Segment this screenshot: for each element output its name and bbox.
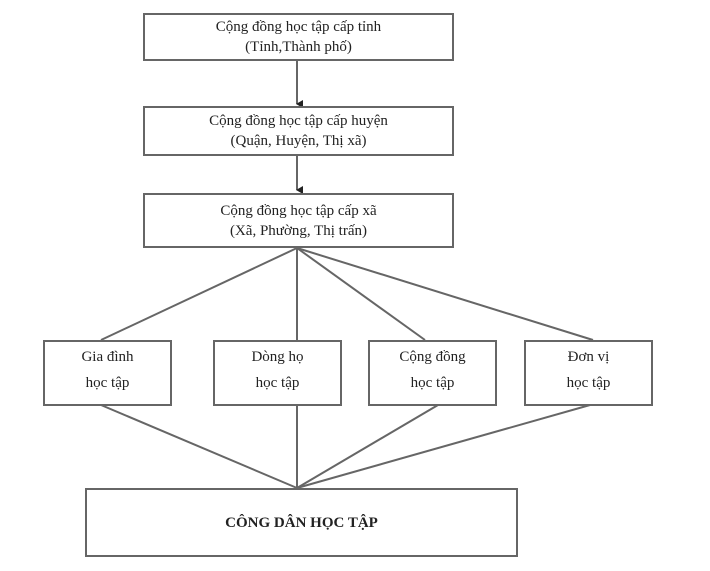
level-title: Cộng đồng học tập cấp xã	[220, 202, 377, 219]
unit-box-clan: Dòng họ học tập	[213, 340, 342, 406]
unit-line1: Đơn vị	[567, 349, 610, 365]
connector-commune-family	[100, 247, 298, 341]
unit-box-community: Cộng đồng học tập	[368, 340, 497, 406]
learning-citizen-box: CÔNG DÂN HỌC TẬP	[85, 488, 518, 557]
commune-level-box: Cộng đồng học tập cấp xã (Xã, Phường, Th…	[143, 193, 454, 248]
connector-family-citizen	[100, 404, 298, 489]
unit-line2: học tập	[255, 375, 300, 391]
unit-box-family: Gia đình học tập	[43, 340, 172, 406]
level-subtitle: (Xã, Phường, Thị trấn)	[229, 222, 367, 239]
final-label: CÔNG DÂN HỌC TẬP	[225, 514, 378, 531]
unit-box-organization: Đơn vị học tập	[524, 340, 653, 406]
connector-community-citizen	[296, 404, 439, 489]
connector-unit-citizen	[296, 404, 591, 489]
unit-line1: Cộng đồng	[399, 349, 466, 365]
unit-line2: học tập	[566, 375, 611, 391]
unit-line1: Dòng họ	[251, 349, 304, 365]
province-level-box: Cộng đồng học tập cấp tỉnh (Tỉnh,Thành p…	[143, 13, 454, 61]
level-title: Cộng đồng học tập cấp huyện	[209, 113, 388, 129]
connector-commune-community	[296, 247, 426, 341]
level-subtitle: (Quận, Huyện, Thị xã)	[230, 133, 367, 149]
unit-line2: học tập	[410, 375, 455, 391]
level-subtitle: (Tỉnh,Thành phố)	[245, 39, 352, 55]
level-title: Cộng đồng học tập cấp tỉnh	[215, 19, 382, 35]
district-level-box: Cộng đồng học tập cấp huyện (Quận, Huyện…	[143, 106, 454, 156]
unit-line2: học tập	[85, 375, 130, 391]
unit-line1: Gia đình	[81, 349, 134, 365]
connector-commune-unit	[296, 247, 594, 341]
